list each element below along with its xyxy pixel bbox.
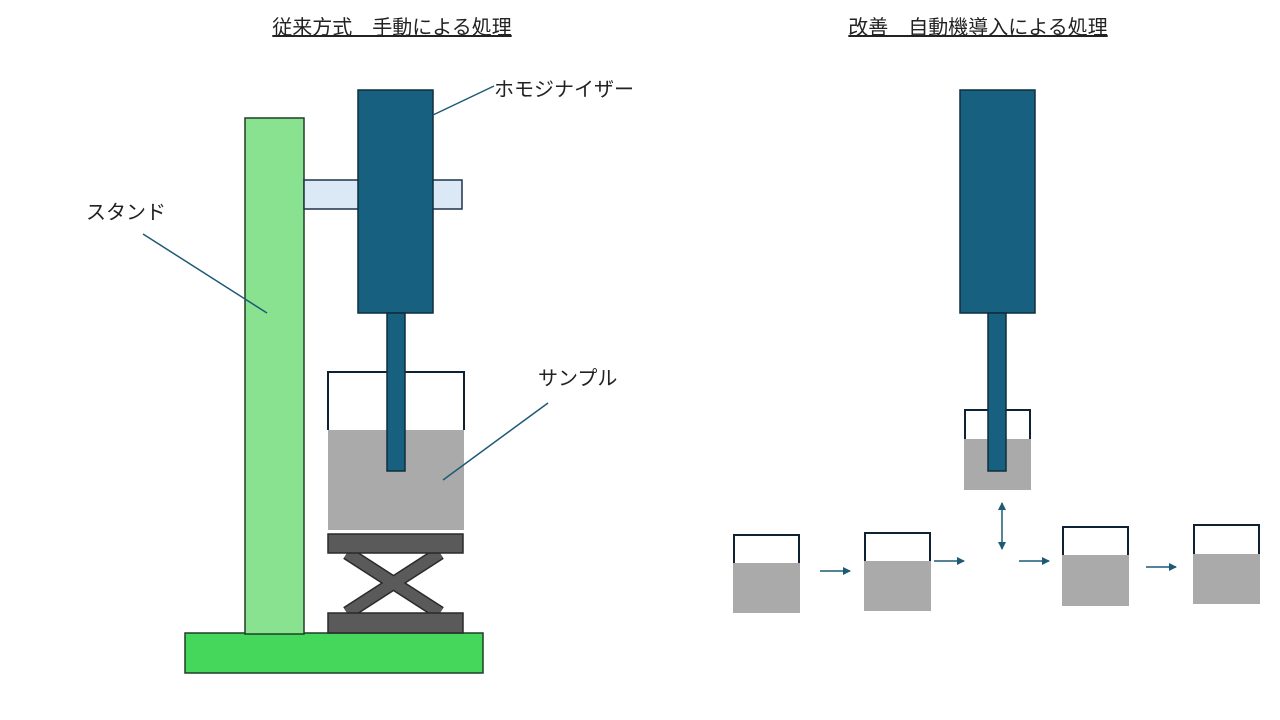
lift-top-plate [327,533,464,554]
auto-homogenizer-body [959,89,1036,314]
conveyor-sample-1 [733,534,800,613]
conveyor-sample-4-container [1193,524,1260,554]
scissor-lift [327,533,464,634]
automated-process-illustration [733,89,1260,613]
homogenizer-body [357,89,434,314]
conveyor-sample-3-liquid [1062,555,1129,606]
conveyor-sample-2-container [864,532,931,561]
homogenizer-label: ホモジナイザー [494,77,634,101]
auto-homogenizer-probe [987,312,1007,472]
sample-leader-line [442,402,549,481]
conveyor-sample-4 [1193,524,1260,604]
scissor-arm-b-fill [344,548,443,618]
lift-bottom-plate [327,612,464,634]
homogenizer-probe [386,312,406,472]
conveyor-sample-2-liquid [864,561,931,611]
stand-base [184,632,484,674]
stand-leader-line [142,233,268,314]
sample-label: サンプル [538,366,617,390]
stand-pole [244,117,305,635]
left-title: 従来方式 手動による処理 [272,15,511,39]
conveyor-sample-3-container [1062,526,1129,555]
stand-label: スタンド [86,200,166,224]
conveyor-sample-3 [1062,526,1129,606]
conveyor-sample-1-container [733,534,800,563]
right-title: 改善 自動機導入による処理 [848,15,1107,39]
conveyor-sample-4-liquid [1193,554,1260,604]
manual-process-illustration: ホモジナイザー スタンド サンプル [86,77,634,674]
conveyor-sample-2 [864,532,931,611]
homogenizer-leader-line [432,85,495,116]
conveyor-sample-1-liquid [733,563,800,613]
